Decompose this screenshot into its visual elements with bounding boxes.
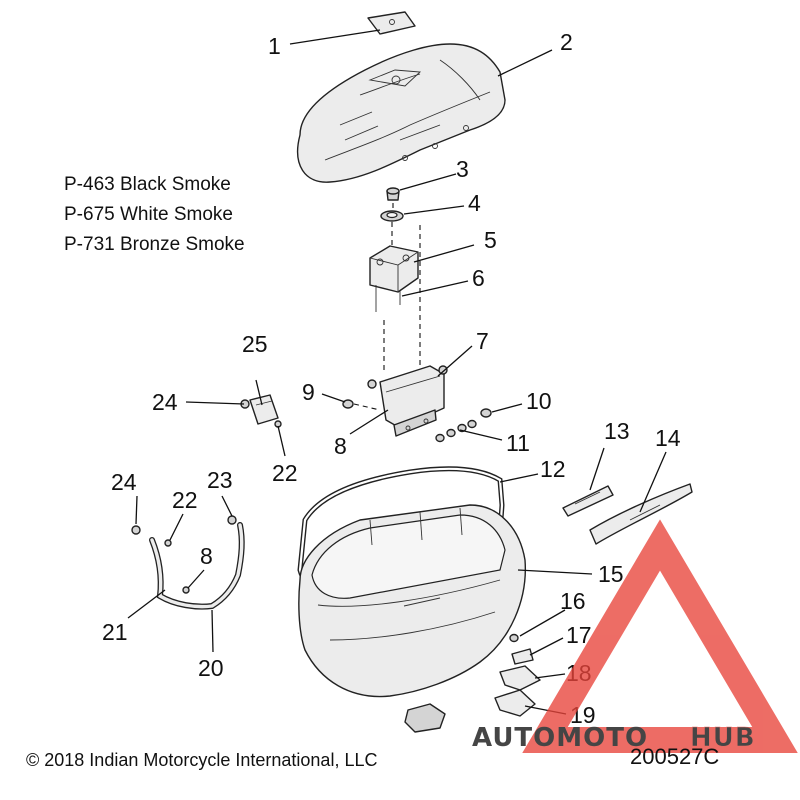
callout-8-top: 8 [334,433,347,459]
lid-part [296,43,506,183]
latch-block-part [369,245,419,312]
callout-15: 15 [598,561,624,587]
callout-13: 13 [604,418,630,444]
leader-lines [127,29,667,715]
watermark-text-hub: HUB [690,723,756,753]
trim-part [589,483,693,545]
diagram-number: 200527C [630,744,719,769]
color-note-3: P-731 Bronze Smoke [64,234,245,255]
badge-part [562,485,614,517]
hinge-bracket-part [367,365,448,437]
callout-25: 25 [242,331,268,357]
callout-14: 14 [655,425,681,451]
fasteners-11-part [435,419,477,443]
callout-11: 11 [506,430,530,456]
watermark-text-auto: AUTOMOTO [472,723,648,753]
callout-1: 1 [268,33,281,59]
color-notes: P-463 Black Smoke P-675 White Smoke P-73… [64,174,245,255]
callout-numbers: 1 2 3 4 5 6 7 8 9 10 11 12 13 14 15 16 1… [102,29,681,728]
fastener-9-part [342,399,354,409]
callout-21: 21 [102,619,128,645]
copyright-text: © 2018 Indian Motorcycle International, … [26,750,377,770]
lid-cap-part [367,11,416,35]
callout-24-upper: 24 [152,389,178,415]
alignment-lines [353,203,421,411]
callout-12: 12 [540,456,566,482]
color-note-1: P-463 Black Smoke [64,174,231,195]
callout-22-upper: 22 [272,460,298,486]
callout-5: 5 [484,227,497,253]
washer-part [380,210,404,222]
callout-4: 4 [468,190,481,216]
screw-part [386,187,400,201]
callout-16: 16 [560,588,586,614]
small-parts-16-19 [404,633,541,733]
saddlebag-body-part [298,504,527,698]
mounting-bracket-part [131,515,245,610]
callout-10: 10 [526,388,552,414]
fastener-10-part [480,408,492,418]
small-bracket-part [240,394,282,428]
callout-23: 23 [207,467,233,493]
callout-22-lower: 22 [172,487,198,513]
automotohub-watermark: AUTOMOTO HUB [472,519,798,753]
callout-2: 2 [560,29,573,55]
callout-3: 3 [456,156,469,182]
callout-9: 9 [302,379,315,405]
callout-24-lower: 24 [111,469,137,495]
color-note-2: P-675 White Smoke [64,204,233,225]
callout-8-bracket: 8 [200,543,213,569]
watermark-triangle-icon [522,519,798,753]
callout-20: 20 [198,655,224,681]
callout-6: 6 [472,265,485,291]
callout-7: 7 [476,328,489,354]
